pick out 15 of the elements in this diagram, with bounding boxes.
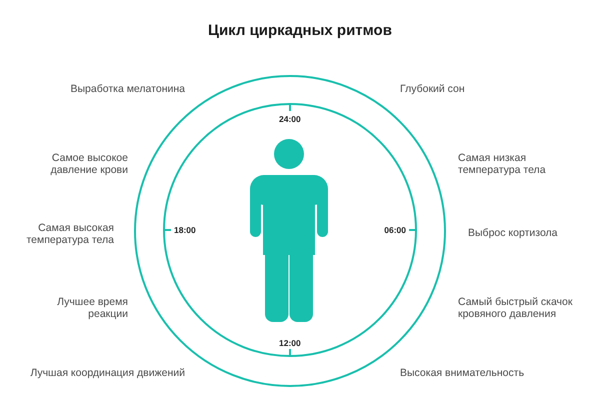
annotation-text: Самая низкая температура тела — [458, 152, 547, 176]
annotation-text: Самое высокое давление крови — [50, 152, 128, 176]
annotation-text: Самая высокая температура тела — [25, 222, 114, 246]
annotation-text: Выброс кортизола — [468, 227, 559, 239]
time-label: 18:00 — [174, 225, 196, 235]
time-label: 06:00 — [384, 225, 406, 235]
title: Цикл циркадных ритмов — [208, 22, 392, 40]
annotation-text: Лучшее время реакции — [56, 296, 128, 320]
time-label: 24:00 — [279, 114, 301, 124]
annotation-text: Высокая внимательность — [400, 367, 526, 379]
annotation-text: Выработка мелатонина — [69, 83, 185, 95]
time-label: 12:00 — [279, 338, 301, 348]
annotation-text: Лучшая координация движений — [29, 367, 185, 379]
annotation-text: Глубокий сон — [400, 83, 466, 95]
annotation-text: Самый быстрый скачок кровяного давления — [458, 296, 574, 320]
